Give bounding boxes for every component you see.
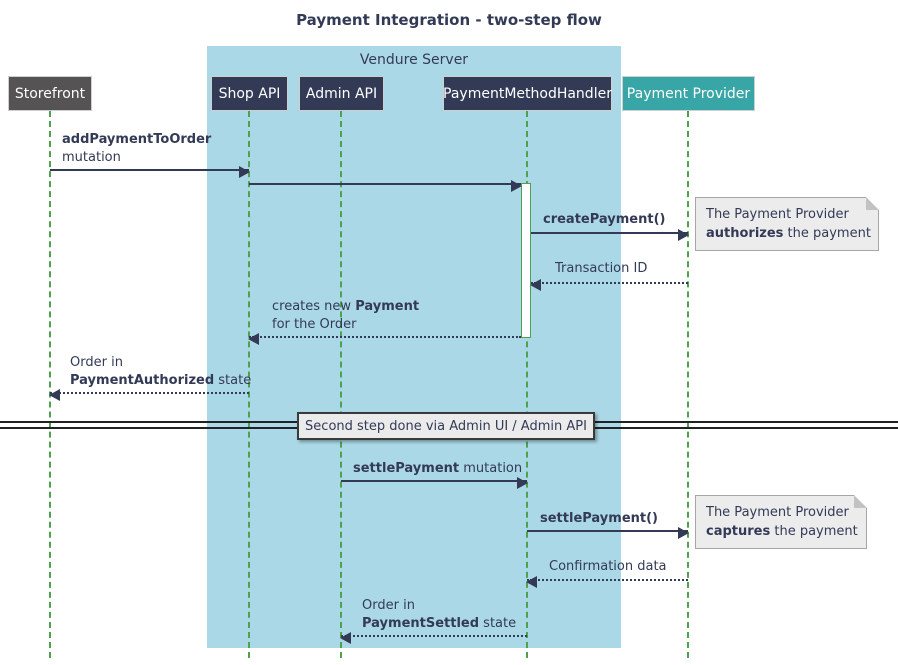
message-text-bold: Payment	[355, 299, 420, 314]
arrowhead-right-icon	[239, 166, 250, 178]
note-text: the payment	[783, 226, 871, 241]
lifeline-payment-method-handler	[526, 111, 528, 658]
divider-text: Second step done via Admin UI / Admin AP…	[305, 418, 587, 434]
message-text-bold: settlePayment()	[540, 511, 658, 526]
message-arrow-payment-authorized	[49, 389, 249, 401]
message-text: mutation	[459, 461, 523, 476]
message-label-transaction-id: Transaction ID	[555, 260, 647, 278]
arrowhead-right-icon	[678, 229, 689, 241]
message-text: Order in	[70, 355, 123, 370]
message-arrow-settle-payment-mutation	[341, 477, 528, 489]
arrowhead-left-icon	[49, 389, 60, 401]
message-arrow-create-payment	[531, 229, 689, 241]
note-authorizes: The Payment Provider authorizes the paym…	[695, 197, 879, 251]
message-text-bold: PaymentSettled	[362, 616, 480, 631]
message-text: creates new	[272, 299, 356, 314]
message-text: Confirmation data	[549, 559, 667, 574]
participant-label: Payment Provider	[626, 85, 751, 102]
arrowhead-left-icon	[248, 333, 259, 345]
message-arrow-transaction-id	[530, 279, 688, 291]
participant-shop-api: Shop API	[211, 76, 288, 111]
note-text-bold: authorizes	[706, 226, 784, 241]
lifeline-shop-api	[248, 111, 250, 658]
message-label-add-payment-to-order: addPaymentToOrder mutation	[62, 131, 211, 167]
message-label-settle-payment-mutation: settlePayment mutation	[353, 460, 522, 478]
note-text: the payment	[770, 524, 858, 539]
note-captures: The Payment Provider captures the paymen…	[695, 495, 867, 549]
message-text: state	[479, 616, 517, 631]
arrowhead-right-icon	[511, 180, 522, 192]
diagram-title: Payment Integration - two-step flow	[296, 11, 602, 29]
lifeline-admin-api	[340, 111, 342, 658]
message-arrow-confirmation-data	[526, 576, 688, 588]
lifeline-storefront	[49, 111, 51, 658]
message-text: Transaction ID	[555, 261, 648, 276]
message-label-settle-payment-call: settlePayment()	[540, 510, 658, 528]
message-arrow-add-payment-to-order	[50, 166, 250, 178]
message-text: mutation	[62, 150, 121, 165]
participant-payment-provider: Payment Provider	[622, 76, 755, 111]
vendure-server-label: Vendure Server	[359, 52, 469, 68]
arrowhead-right-icon	[678, 527, 689, 539]
participant-label: Storefront	[14, 85, 86, 102]
vendure-server-frame: Vendure Server	[207, 46, 621, 648]
note-text-bold: captures	[706, 524, 771, 539]
message-text: for the Order	[272, 317, 357, 332]
message-text: state	[214, 373, 252, 388]
message-text: createPayment()	[543, 212, 666, 227]
message-label-payment-authorized: Order in PaymentAuthorized state	[70, 354, 251, 390]
participant-label: Shop API	[218, 85, 281, 102]
message-label-creates-payment: creates new Payment for the Order	[272, 298, 419, 334]
message-text: Order in	[362, 598, 415, 613]
participant-admin-api: Admin API	[299, 76, 384, 111]
message-label-confirmation-data: Confirmation data	[549, 558, 667, 576]
message-arrow-payment-settled	[340, 632, 527, 644]
participant-label: Admin API	[305, 85, 378, 102]
message-text: addPaymentToOrder	[62, 132, 212, 147]
message-arrow-creates-payment	[248, 333, 521, 345]
lifeline-payment-provider	[687, 111, 689, 658]
participant-label: PaymentMethodHandler	[443, 85, 612, 102]
message-arrow-shop-to-handler	[249, 180, 522, 192]
arrowhead-left-icon	[340, 632, 351, 644]
participant-storefront: Storefront	[8, 76, 92, 111]
activation-bar	[521, 183, 531, 338]
divider-label: Second step done via Admin UI / Admin AP…	[297, 412, 595, 440]
arrowhead-left-icon	[530, 279, 541, 291]
note-text: The Payment Provider	[706, 505, 849, 520]
message-text-bold: PaymentAuthorized	[70, 373, 215, 388]
message-label-create-payment: createPayment()	[543, 211, 665, 229]
note-text: The Payment Provider	[706, 207, 849, 222]
arrowhead-right-icon	[517, 477, 528, 489]
message-text-bold: settlePayment	[353, 461, 460, 476]
participant-payment-method-handler: PaymentMethodHandler	[443, 76, 612, 111]
message-label-payment-settled: Order in PaymentSettled state	[362, 597, 516, 633]
message-arrow-settle-payment-call	[527, 527, 689, 539]
arrowhead-left-icon	[526, 576, 537, 588]
